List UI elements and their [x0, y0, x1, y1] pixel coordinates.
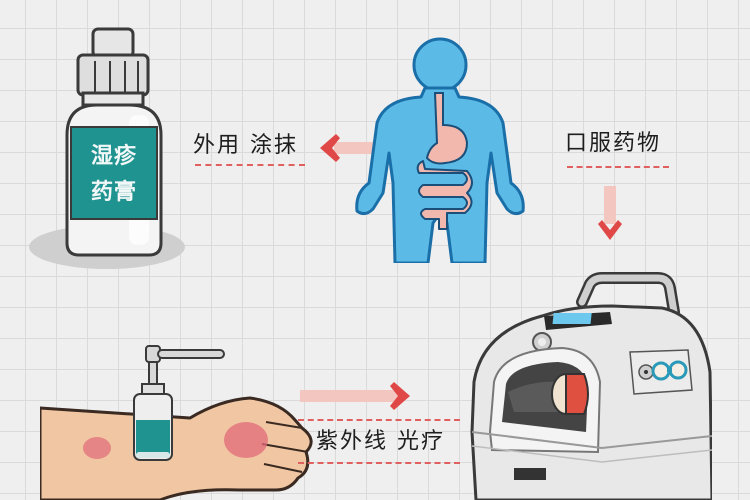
uv-machine-icon: [470, 272, 712, 500]
uv-phototherapy-machine: [462, 272, 712, 500]
right-arrow-icon: [300, 380, 412, 412]
arm-with-rash: [40, 340, 320, 500]
bottle-label-line1: 湿疹: [90, 144, 137, 169]
ointment-bottle-icon: [29, 27, 185, 269]
topical-label: 外用 涂抹: [193, 133, 298, 158]
phototherapy-label: 紫外线 光疗: [316, 429, 445, 454]
phototherapy-top-line: [298, 419, 460, 421]
left-arrow-icon: [318, 132, 374, 164]
human-body-figure: [355, 33, 525, 263]
topical-underline: [195, 164, 305, 166]
oral-underline: [567, 166, 669, 168]
body-with-digestive-organs-icon: [355, 37, 525, 263]
phototherapy-bottom-line: [298, 462, 460, 464]
oral-label: 口服药物: [565, 131, 662, 156]
down-arrow-icon: [596, 186, 624, 242]
ointment-bottle: 湿疹 药膏: [25, 25, 185, 275]
arm-rash-spray-icon: [40, 345, 313, 500]
bottle-label-line2: 药膏: [90, 179, 137, 205]
